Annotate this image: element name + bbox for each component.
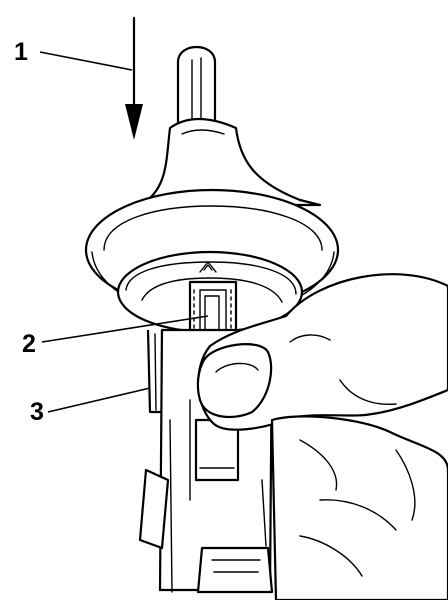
callout-label-3: 3 [30,398,44,426]
callout-label-1: 1 [14,38,28,66]
valve-dome [138,118,322,207]
valve-stem [176,46,217,128]
release-tab [146,329,164,414]
press-direction-arrow [125,16,143,140]
callout-label-2: 2 [22,330,36,358]
hand [196,273,448,600]
valve-flange [84,188,340,334]
leader-lines [39,51,209,413]
